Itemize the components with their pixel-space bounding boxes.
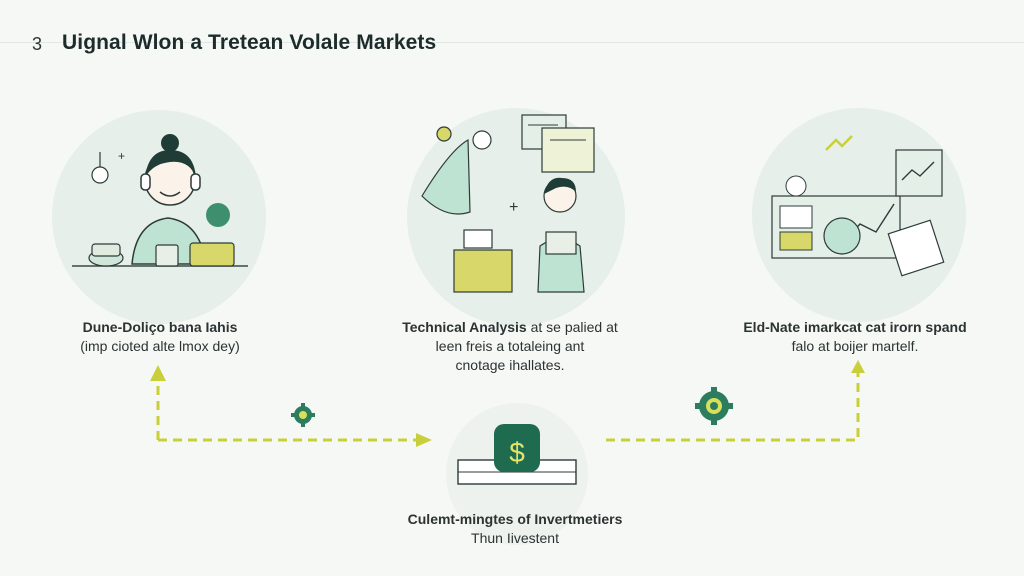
header-divider [0, 42, 1024, 43]
person-headphones-illustration: + [72, 134, 248, 267]
gear-icon [695, 387, 733, 425]
svg-text:+: + [509, 199, 518, 216]
step-1-subtitle: (imp cioted alte lmox dey) [80, 338, 240, 354]
gear-icon [291, 403, 315, 427]
arrow-up-head-left [150, 365, 166, 381]
step-3-title: Eld-Nate imarkcat cat irorn spand [743, 319, 967, 335]
arrow-up-head-right [851, 360, 865, 373]
page-title: Uignal Wlon a Tretean Volale Markets [62, 31, 437, 54]
step-4-title: Culemt-mingtes of Invertmetiers [407, 511, 623, 527]
arrow-right-head [416, 433, 432, 447]
step-2-line-3: cnotage ihallates. [455, 357, 565, 373]
step-1-title: Dune-Doliço bana Iahis [82, 319, 238, 335]
step-2-line-2: leen freis a totaleing ant [435, 338, 585, 354]
dollar-icon: $ [509, 437, 525, 468]
step-3-subtitle: falo at boijer martelf. [791, 338, 919, 354]
svg-text:+: + [118, 149, 125, 163]
step-3-caption: Eld-Nate imarkcat cat irorn spand falo a… [720, 318, 990, 356]
step-2-title: Technical Analysis [402, 319, 527, 335]
step-1-circle [52, 110, 266, 324]
technical-analysis-illustration: + [421, 114, 595, 293]
arrow-right-path [606, 372, 860, 442]
step-1-caption: Dune-Doliço bana Iahis (imp cioted alte … [40, 318, 280, 356]
slide-number: 3 [32, 34, 43, 54]
flow-arrows [156, 372, 860, 442]
step-4-caption: Culemt-mingtes of Invertmetiers Thun Iiv… [370, 510, 660, 548]
investment-money-illustration: $ [457, 424, 577, 485]
step-2-caption: Technical Analysis at se palied at leen … [380, 318, 640, 375]
step-2-title-rest: at se palied at [526, 319, 618, 335]
step-4-subtitle: Thun Iivestent [471, 530, 559, 546]
market-charts-illustration [771, 135, 945, 277]
